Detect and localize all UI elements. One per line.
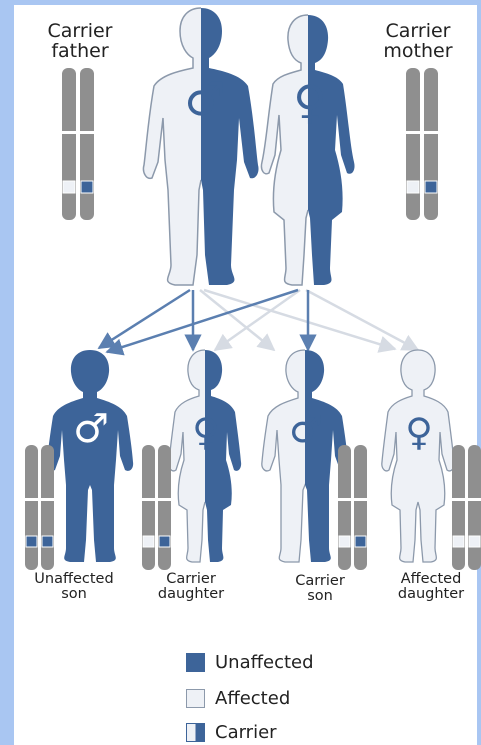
father-label: Carrier father xyxy=(30,22,130,62)
child-label-line2: daughter xyxy=(145,587,237,602)
carrier-daughter-figure: ♀ xyxy=(169,350,241,562)
carrier-daughter-chromosome-pair xyxy=(142,445,171,570)
child-label-affected-daughter: Affected daughter xyxy=(383,572,479,602)
legend-item-unaffected: Unaffected xyxy=(186,650,314,674)
child-label-line1: Carrier xyxy=(274,574,366,589)
father-label-line1: Carrier xyxy=(30,22,130,42)
empty-swatch-icon xyxy=(186,689,205,708)
unaffected-son-chromosome-pair xyxy=(25,445,54,570)
carrier-son-chromosome-pair xyxy=(338,445,367,570)
child-label-carrier-daughter: Carrier daughter xyxy=(145,572,237,602)
child-label-line2: daughter xyxy=(383,587,479,602)
male-symbol-icon: ♂ xyxy=(184,72,225,126)
child-label-line1: Affected xyxy=(383,572,479,587)
female-symbol-icon: ♀ xyxy=(293,75,327,129)
legend-label: Unaffected xyxy=(215,652,314,673)
mother-label-line1: Carrier xyxy=(368,22,468,42)
unaffected-son-figure: ♂ xyxy=(47,350,133,562)
mother-label: Carrier mother xyxy=(368,22,468,62)
mother-figure: ♀ xyxy=(261,15,354,285)
arrow-mother-to-affected-daughter-light xyxy=(306,290,418,350)
affected-daughter-chromosome-pair xyxy=(452,445,481,570)
male-symbol-icon: ♂ xyxy=(73,406,109,452)
half-swatch-icon xyxy=(186,723,205,742)
father-label-line2: father xyxy=(30,42,130,62)
child-label-carrier-son: Carrier son xyxy=(274,574,366,604)
child-label-line2: son xyxy=(22,587,126,602)
carrier-son-figure: ♂ xyxy=(262,350,348,562)
legend-label: Carrier xyxy=(215,722,277,743)
solid-swatch-icon xyxy=(186,653,205,672)
inheritance-arrows xyxy=(99,290,418,352)
father-chromosome-pair xyxy=(62,68,94,220)
arrow-mother-to-unaffected-son xyxy=(107,290,298,352)
mother-label-line2: mother xyxy=(368,42,468,62)
female-symbol-icon: ♀ xyxy=(192,410,220,454)
affected-daughter-figure: ♀ xyxy=(382,350,454,562)
father-figure: ♂ xyxy=(143,8,258,285)
child-label-line1: Unaffected xyxy=(22,572,126,587)
male-symbol-icon: ♂ xyxy=(289,407,323,451)
female-symbol-icon: ♀ xyxy=(405,410,433,454)
legend-item-affected: Affected xyxy=(186,686,290,710)
mother-chromosome-pair xyxy=(406,68,438,220)
legend-item-carrier: Carrier xyxy=(186,720,277,744)
arrow-mother-to-daughter-light xyxy=(215,290,300,350)
legend-label: Affected xyxy=(215,688,290,709)
child-label-line2: son xyxy=(274,589,366,604)
child-label-line1: Carrier xyxy=(145,572,237,587)
arrow-father-to-daughter-light xyxy=(204,290,395,349)
child-label-unaffected-son: Unaffected son xyxy=(22,572,126,602)
